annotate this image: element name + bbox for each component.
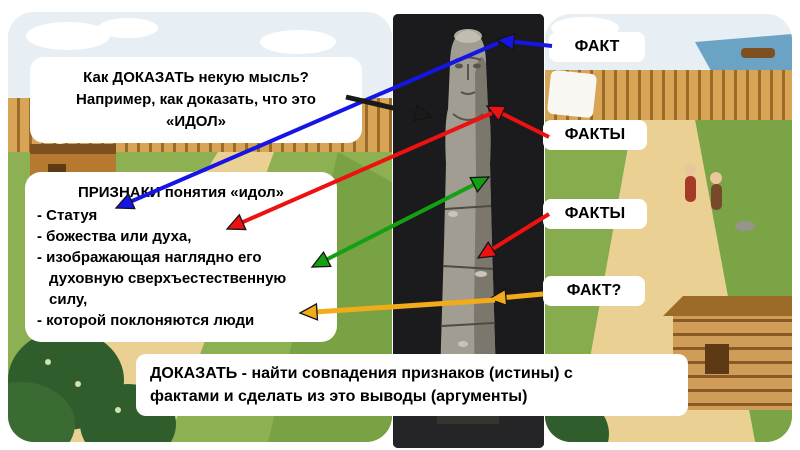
features-box: ПРИЗНАКИ понятия «идол» - Статуя - божес… [25,172,337,342]
fact-label-4: ФАКТ? [543,276,645,306]
question-line-1: Как ДОКАЗАТЬ некую мысль? [83,69,309,86]
question-line-2: Например, как доказать, что это [76,91,316,108]
question-box: Как ДОКАЗАТЬ некую мысль? Например, как … [30,57,362,143]
village-illustration-right [545,14,792,442]
statue-base [437,414,499,424]
feature-item: силу, [49,291,88,308]
features-title: ПРИЗНАКИ понятия «идол» [77,184,284,201]
hanging-cloth [547,70,597,118]
villagers [684,164,755,231]
dog [735,221,755,231]
definition-box: ДОКАЗАТЬ - найти совпадения признаков (и… [136,354,688,416]
definition-line-1: ДОКАЗАТЬ - найти совпадения признаков (и… [150,365,573,382]
fact-label-1: ФАКТ [549,32,645,62]
question-line-3: «ИДОЛ» [166,113,226,130]
feature-item: - Статуя [37,207,98,224]
definition-line-2: фактами и сделать из это выводы (аргумен… [150,388,528,405]
feature-item: - изображающая наглядно его [37,249,262,266]
feature-item: - божества или духа, [37,228,192,245]
fact-label-3: ФАКТЫ [543,199,647,229]
feature-item: - которой поклоняются люди [37,312,255,329]
log-cabin [663,296,792,410]
feature-item: духовную сверхъестественную [49,270,287,287]
boat [741,48,775,58]
fact-label-2: ФАКТЫ [543,120,647,150]
